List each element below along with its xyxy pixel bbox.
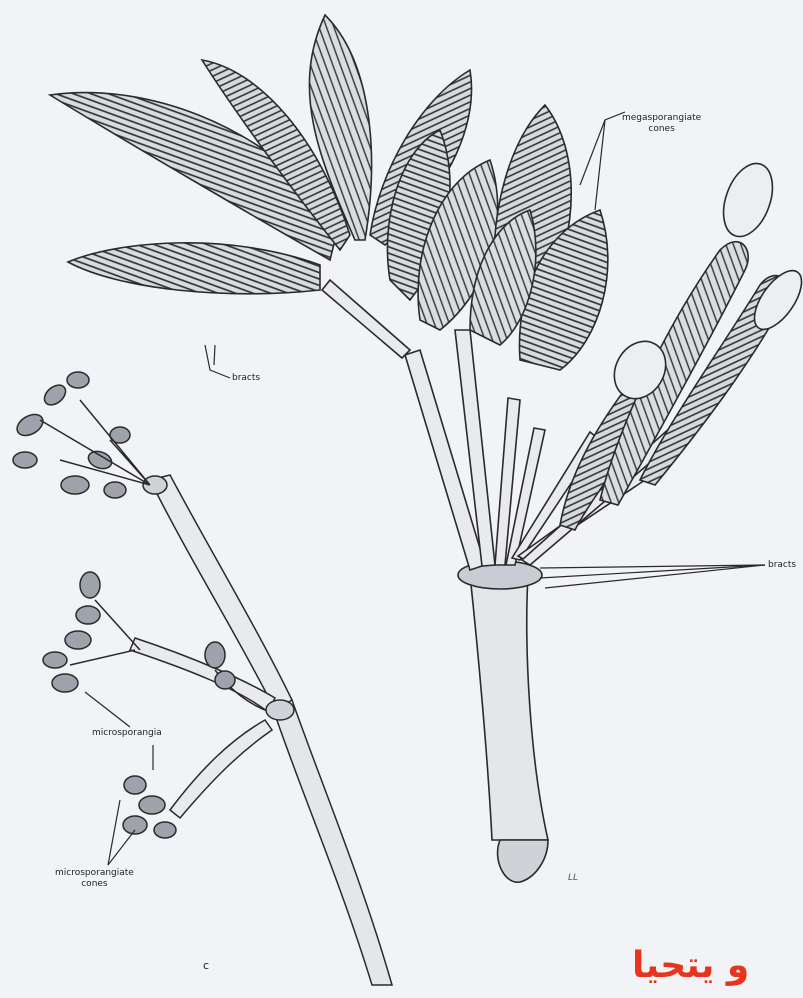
arabic-overlay-text: و يتحيا [632, 945, 749, 986]
microsporangiate-branch [13, 372, 392, 985]
bracts-label-right: bracts [768, 560, 796, 571]
microsporangiate-label-line1: microsporangiate [55, 868, 134, 879]
panel-letter: c [203, 960, 209, 971]
bracts-label-top: bracts [232, 373, 260, 384]
microsporangiate-label-line2: cones [55, 879, 134, 890]
microsporangia-label: microsporangia [92, 728, 162, 739]
artist-signature: LL [568, 873, 578, 884]
megasporangiate-label-line1: megasporangiate [622, 113, 701, 124]
megasporangiate-label: megasporangiate cones [622, 113, 701, 135]
megasporangiate-branch [50, 15, 803, 882]
megasporangiate-label-line2: cones [622, 124, 701, 135]
microsporangiate-label: microsporangiate cones [55, 868, 134, 890]
